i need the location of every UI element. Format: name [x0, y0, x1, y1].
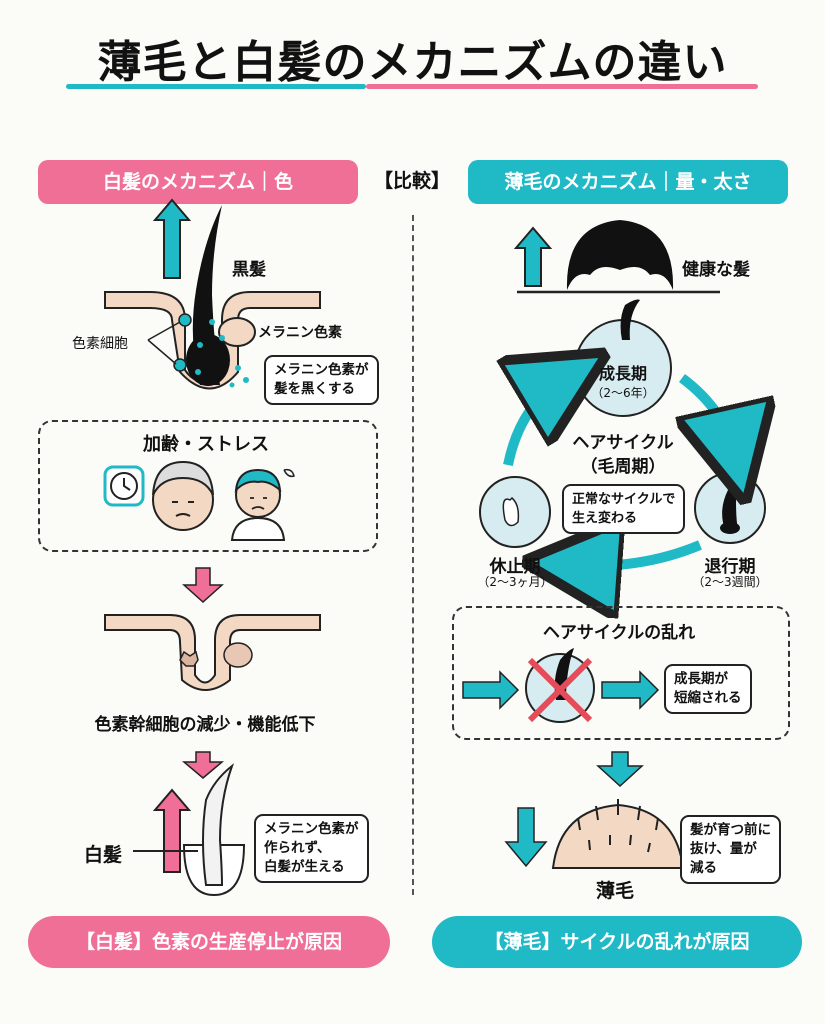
melanin-label: メラニン色素 [258, 325, 342, 341]
compare-label: 【比較】 [374, 170, 451, 192]
rest-label: 休止期 [489, 557, 541, 577]
head-hair-icon [517, 220, 720, 294]
elderly-person-icon [152, 460, 214, 531]
white-note-line: メラニン色素が [264, 821, 359, 837]
rest-period: （2〜3ヶ月） [477, 575, 553, 589]
normal-note-line: 生え変わる [572, 511, 638, 526]
thin-note-line: 減る [690, 860, 717, 876]
black-hair-label: 黒髪 [232, 260, 266, 280]
right-footer: 【薄毛】サイクルの乱れが原因 [432, 916, 802, 968]
rest-phase-circle [479, 476, 551, 548]
short-note-line: 成長期が [674, 671, 728, 687]
cycle-arrow-icon [572, 545, 702, 566]
regress-period: （2〜3週間） [692, 575, 768, 589]
healthy-hair-label: 健康な髪 [682, 260, 750, 280]
left-header: 白髪のメカニズム｜色 [38, 160, 358, 204]
growth-label: 成長期 [598, 364, 647, 383]
up-arrow-icon [152, 788, 192, 873]
white-hair-label: 白髪 [84, 844, 123, 866]
thin-hair-note: 髪が育つ前に 抜け、量が 減る [680, 815, 781, 884]
disorder-box [452, 606, 790, 740]
white-note-line: 作られず、 [264, 840, 331, 856]
cause-box [38, 420, 378, 552]
white-note-line: 白髪が生える [264, 859, 345, 875]
normal-note-line: 正常なサイクルで [572, 492, 676, 507]
black-hair-illustration [104, 198, 321, 390]
thin-hair-label: 薄毛 [596, 880, 635, 902]
regress-label: 退行期 [704, 557, 756, 577]
left-footer: 【白髪】色素の生産停止が原因 [28, 916, 390, 968]
pigment-cell-label: 色素細胞 [72, 336, 128, 352]
cycle-title: ヘアサイクル [572, 433, 674, 453]
title-underline-pink [366, 84, 758, 89]
cycle-arrow-icon [682, 373, 735, 455]
right-header: 薄毛のメカニズム｜量・太さ [468, 160, 788, 204]
stem-cell-illustration [104, 614, 321, 691]
pigment-cell-icon [178, 313, 192, 327]
page-title: 薄毛と白髪のメカニズムの違い [97, 37, 728, 88]
normal-cycle-note: 正常なサイクルで 生え変わる [562, 484, 686, 534]
down-arrow-icon [596, 751, 644, 788]
title-underline-teal [66, 84, 366, 89]
short-note-line: 短縮される [674, 690, 742, 706]
white-hair-illustration [133, 763, 246, 897]
thin-note-line: 抜け、量が [690, 841, 757, 857]
right-arrow-icon [601, 670, 660, 710]
blocked-growth-icon [525, 648, 595, 723]
disorder-title: ヘアサイクルの乱れ [542, 623, 696, 643]
down-arrow-icon [504, 807, 548, 868]
cycle-subtitle: （毛周期） [580, 457, 666, 477]
regress-phase-circle [694, 462, 766, 544]
stem-cell-text: 色素幹細胞の減少・機能低下 [94, 715, 316, 735]
melanin-note-line: 髪を黒くする [274, 381, 355, 397]
up-arrow-icon [513, 226, 553, 287]
melanin-note-line: メラニン色素が [274, 362, 369, 378]
clock-icon [103, 465, 145, 507]
cycle-arrow-icon [508, 378, 565, 467]
up-arrow-icon [152, 198, 192, 279]
white-hair-note: メラニン色素が 作られず、 白髪が生える [254, 814, 369, 883]
down-arrow-icon [181, 751, 225, 779]
melanin-note: メラニン色素が 髪を黒くする [264, 355, 379, 405]
down-arrow-icon [182, 567, 224, 604]
right-arrow-icon [462, 670, 520, 710]
growth-period: （2〜6年） [591, 386, 655, 400]
cause-title: 加齢・ストレス [143, 434, 269, 455]
center-divider [412, 215, 414, 895]
worried-person-icon [230, 468, 295, 541]
thinning-scalp-icon [551, 799, 685, 869]
thin-note-line: 髪が育つ前に [690, 822, 771, 838]
shortened-note: 成長期が 短縮される [664, 664, 752, 714]
